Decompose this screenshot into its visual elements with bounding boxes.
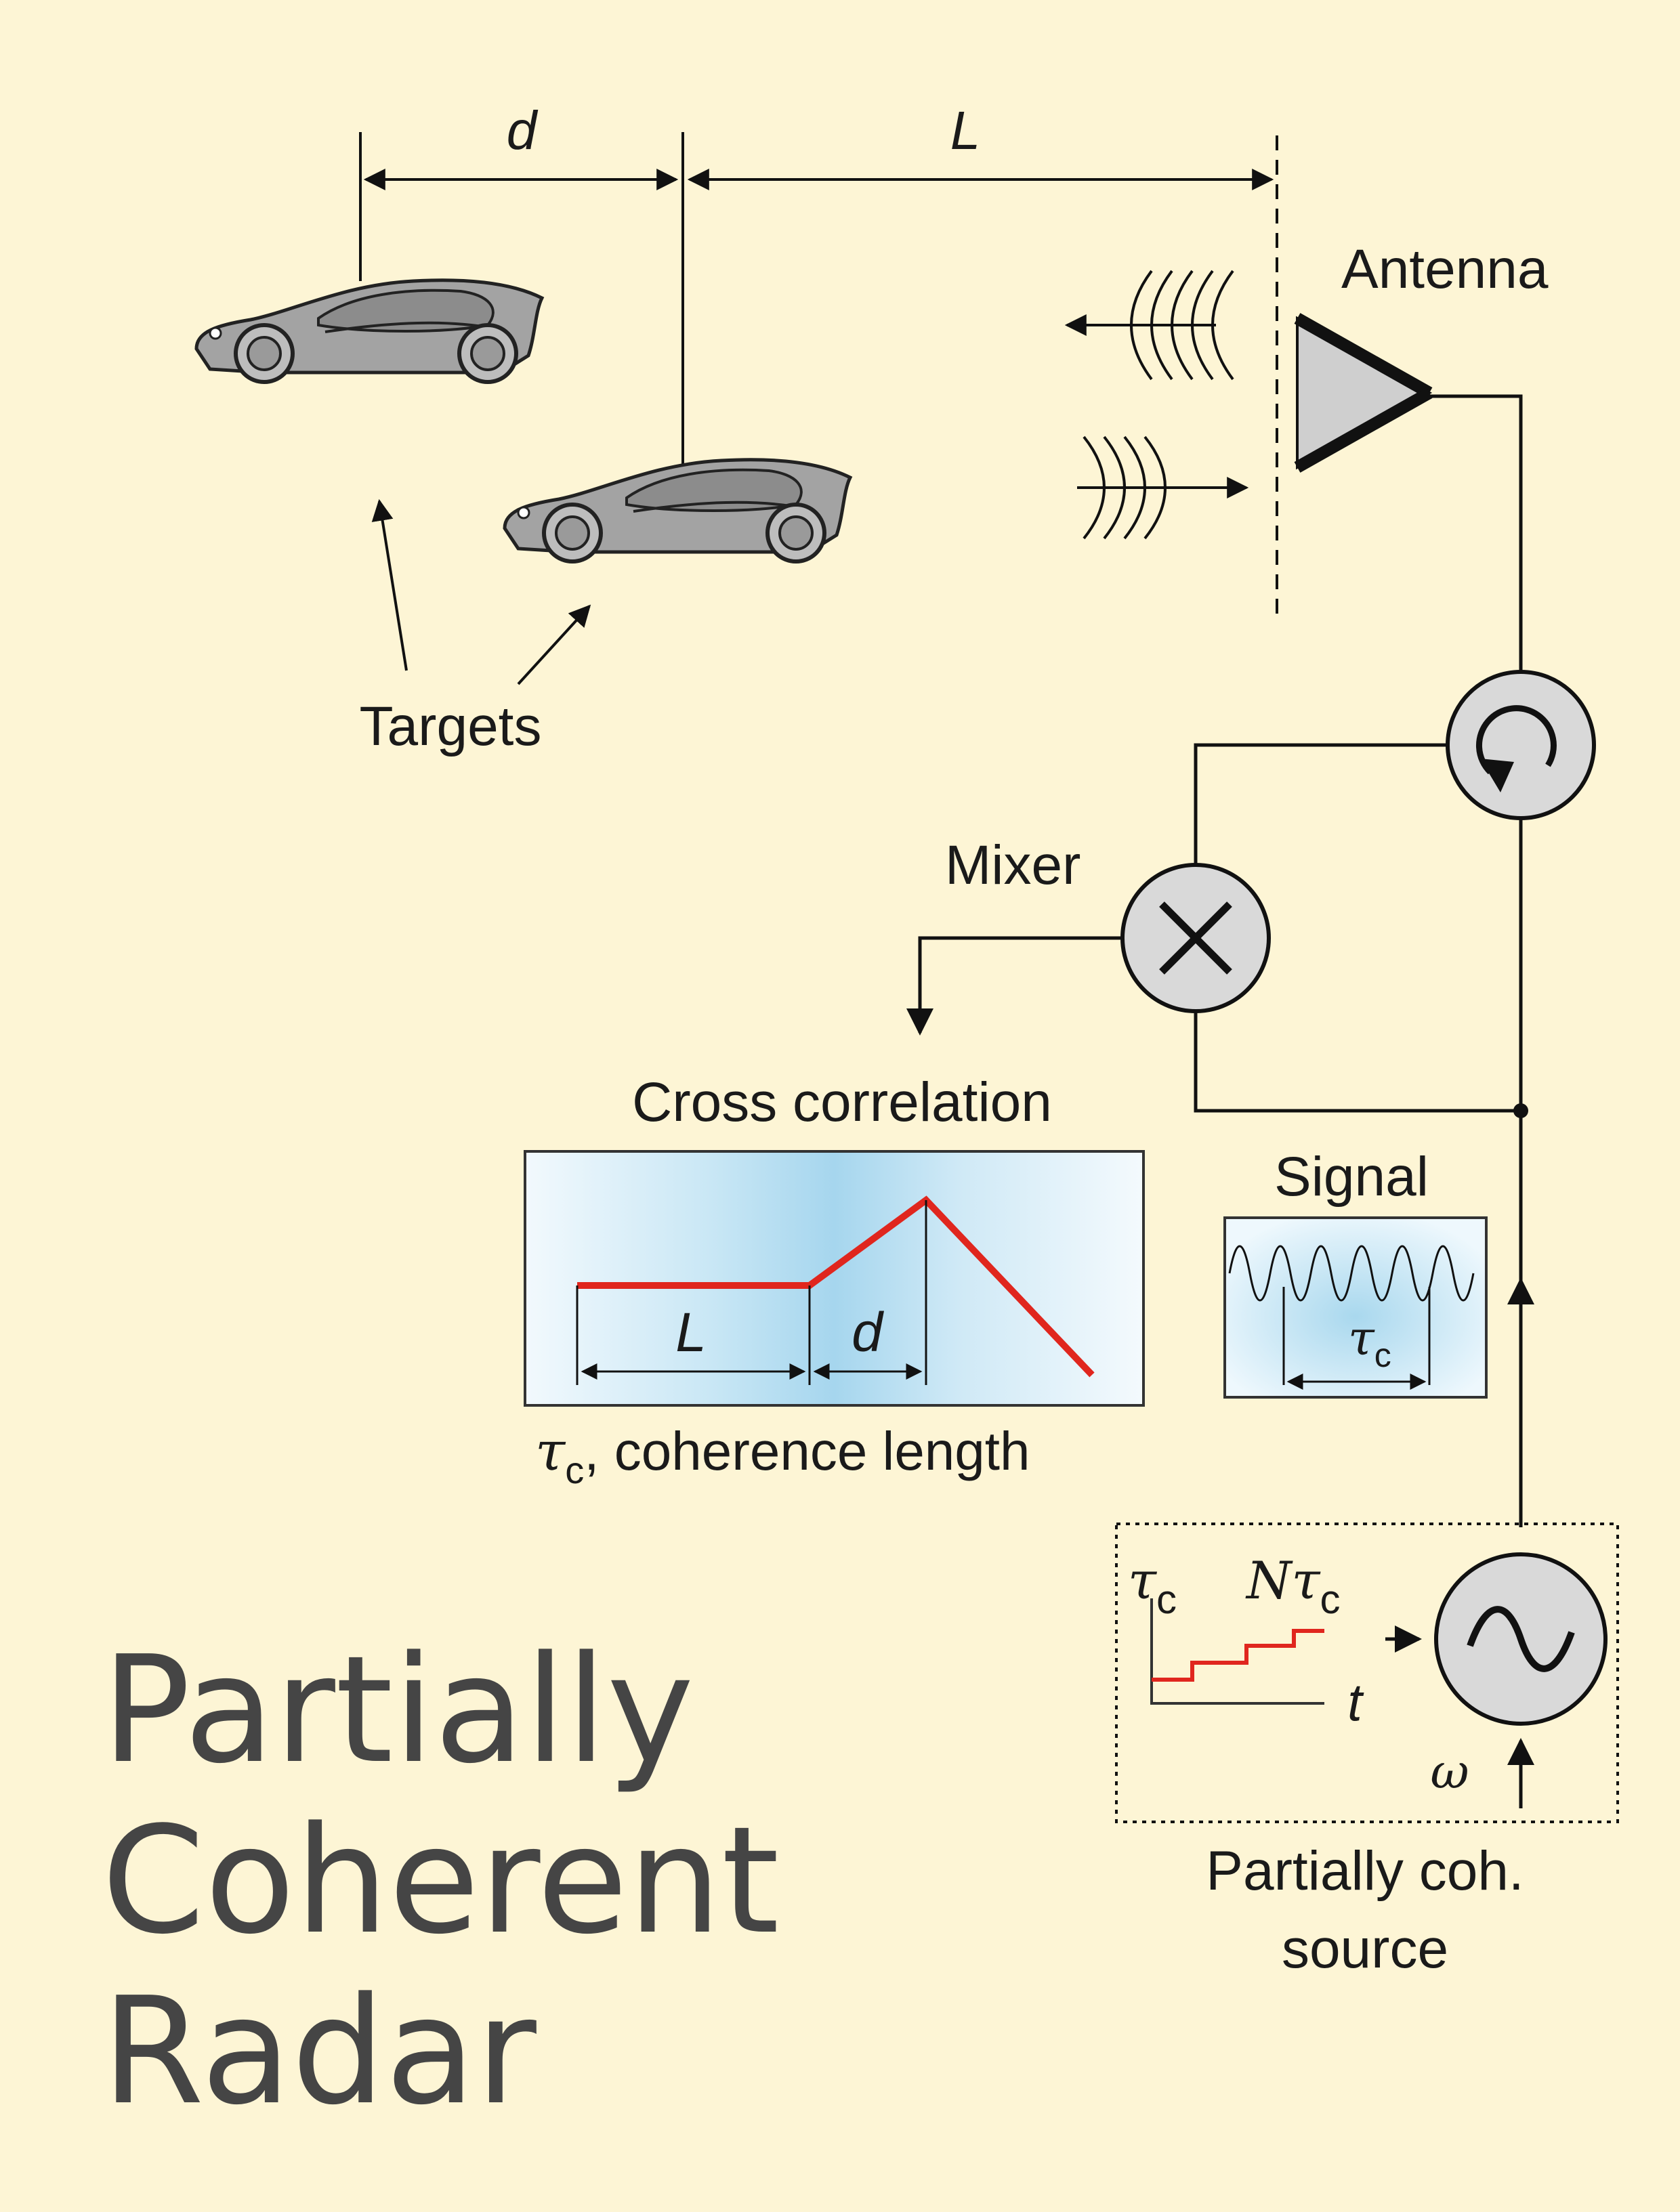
cross-correlation-plot: L d	[524, 1150, 1145, 1407]
signal-wiring	[906, 394, 1534, 1808]
distance-L-label: L	[950, 100, 981, 161]
coherence-length-label: τc, coherence length	[535, 1420, 1030, 1491]
mixer-label: Mixer	[945, 834, 1080, 896]
step-line	[1152, 1629, 1324, 1682]
title-line-3: Radar	[102, 1966, 537, 2137]
junction-dot	[1513, 1103, 1528, 1118]
title-line-1: Partially	[102, 1625, 694, 1796]
step-plot	[1150, 1598, 1324, 1705]
wave-received-icon	[1077, 435, 1249, 540]
source-label-line1: Partially coh.	[1206, 1840, 1524, 1902]
cross-correlation-label: Cross correlation	[632, 1071, 1052, 1133]
antenna-icon	[1294, 313, 1433, 473]
car-icon	[194, 278, 545, 384]
signal-tau-label: τc	[1348, 1311, 1391, 1374]
targets-label: Targets	[360, 696, 542, 757]
signal-waveform	[1228, 1245, 1475, 1302]
wave-emitted-icon	[1064, 270, 1234, 381]
source-omega-label: ω	[1430, 1744, 1469, 1800]
source-tau-label: τc	[1128, 1550, 1177, 1622]
page-title: Partially Coherent Radar	[102, 1625, 779, 2137]
oscillator-icon	[1434, 1552, 1608, 1726]
source-t-label: t	[1347, 1672, 1364, 1732]
source-box	[1115, 1523, 1619, 1823]
cc-L-label: L	[675, 1302, 707, 1363]
antenna-label: Antenna	[1341, 238, 1549, 300]
mixer-icon	[1120, 863, 1271, 1013]
circulator-icon	[1446, 670, 1596, 820]
source-N-label: Nτc	[1245, 1550, 1341, 1622]
source-label-line2: source	[1282, 1918, 1448, 1980]
targets-pointers	[371, 498, 591, 685]
signal-label: Signal	[1274, 1146, 1429, 1208]
car-icon	[503, 458, 853, 563]
cc-d-label: d	[852, 1302, 884, 1363]
signal-plot: τc	[1223, 1216, 1488, 1399]
correlation-curve	[577, 1195, 1095, 1378]
distance-d-label: d	[507, 100, 539, 161]
title-line-2: Coherent	[102, 1795, 780, 1967]
distance-markers	[359, 132, 1278, 616]
